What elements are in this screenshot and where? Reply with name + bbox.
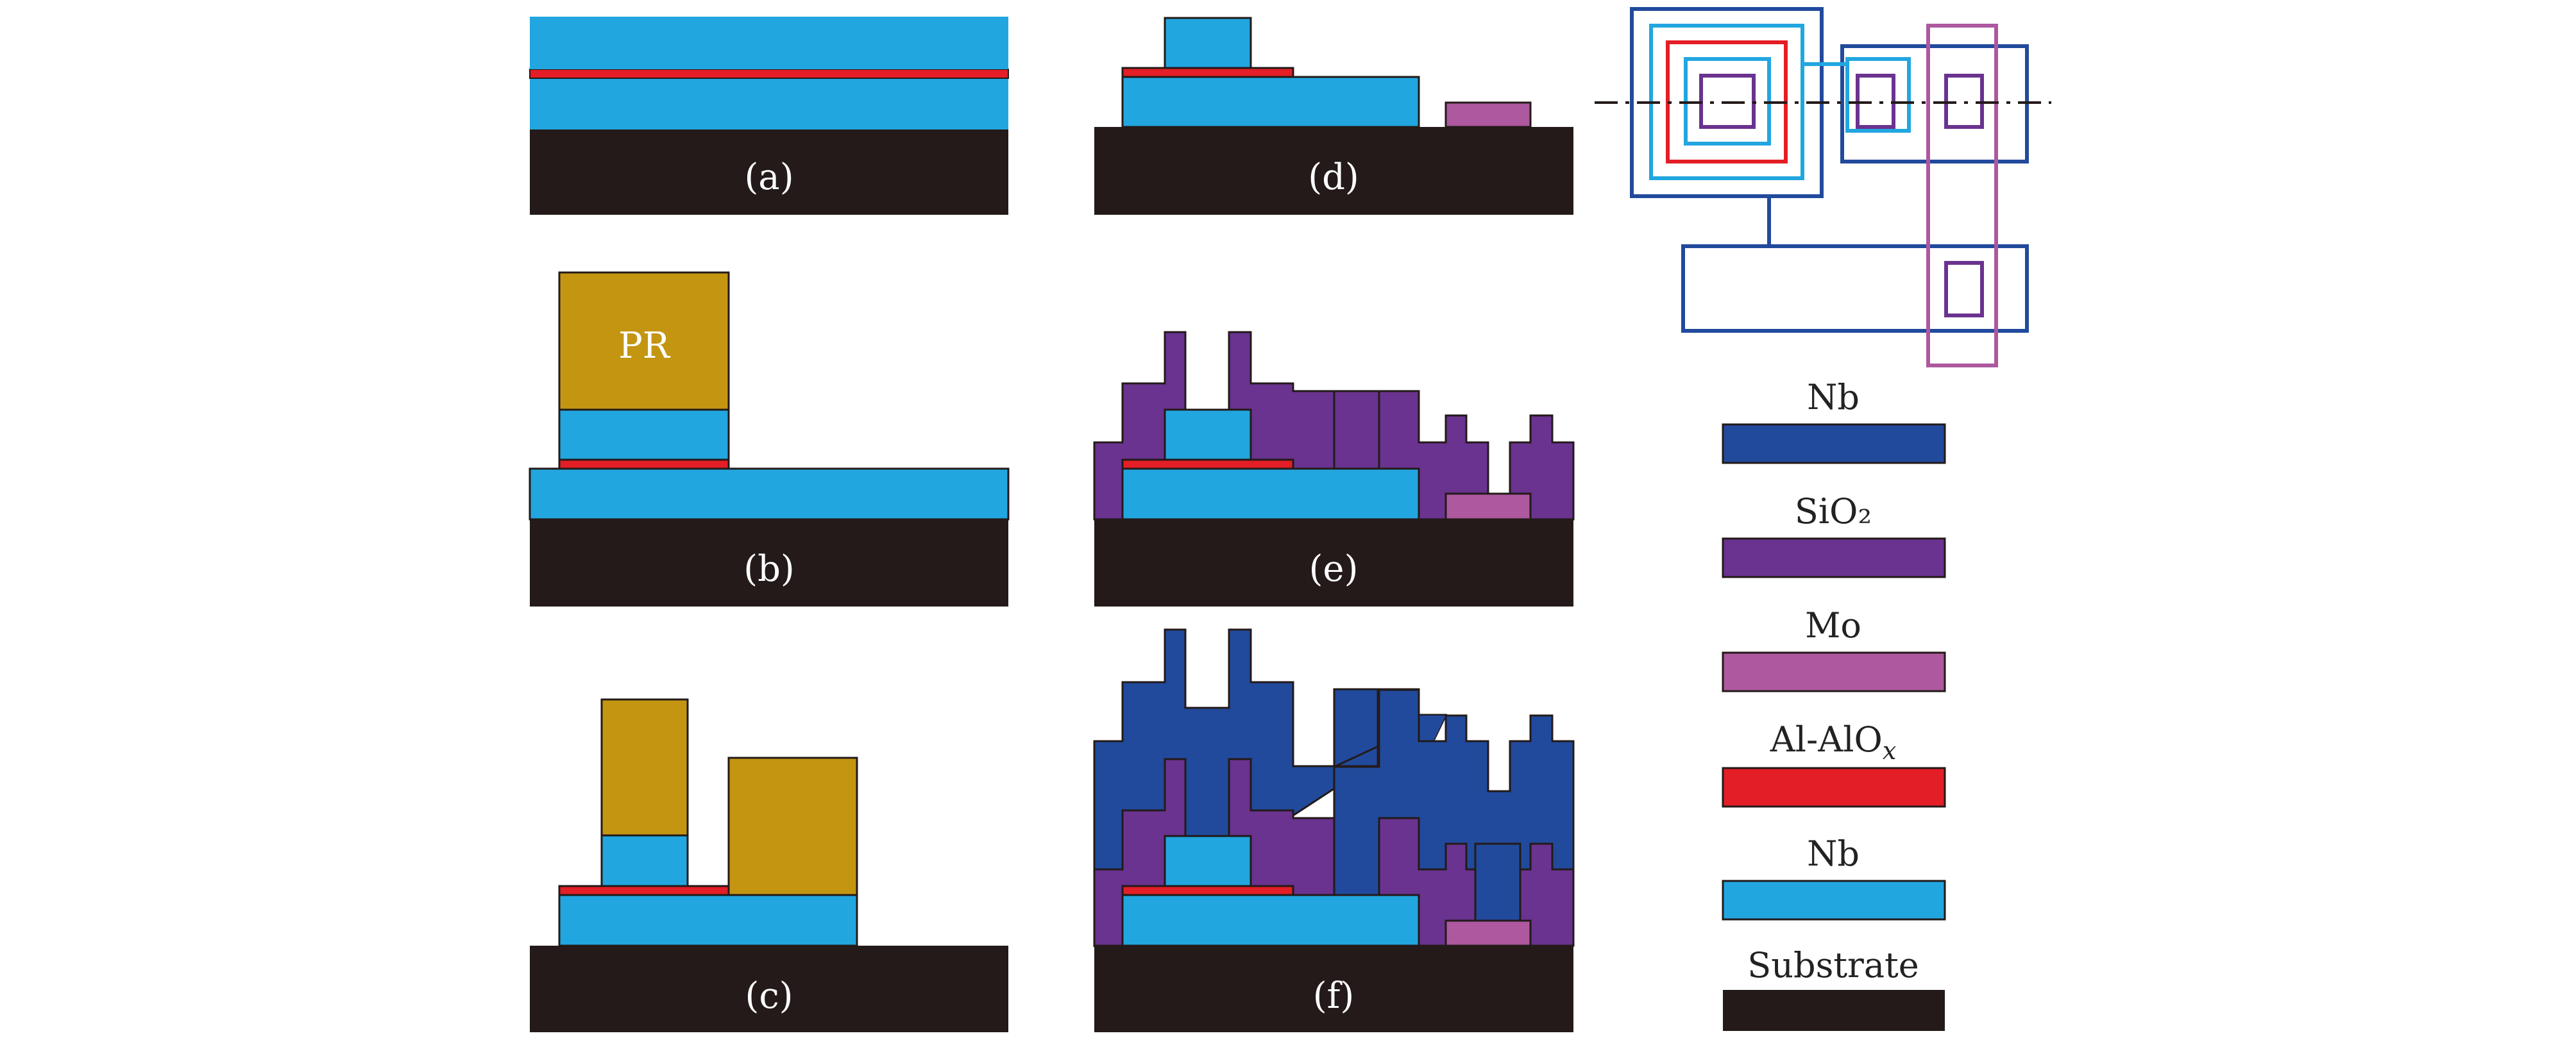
panel-label-a: (a) bbox=[744, 156, 793, 198]
nb-base-layer bbox=[558, 894, 858, 947]
photoresist-block bbox=[600, 698, 689, 837]
al-alox-layer bbox=[558, 458, 730, 470]
photoresist-block bbox=[727, 757, 858, 896]
nb-base-layer bbox=[530, 78, 1008, 130]
mo-resistor-outline bbox=[1926, 24, 1998, 367]
mo-resistor bbox=[1445, 919, 1532, 947]
legend-label-al-alox-main: Al-AlO bbox=[1770, 719, 1883, 760]
legend-label-al-alox: Al-AlOx bbox=[1770, 719, 1897, 765]
substrate bbox=[1094, 127, 1573, 215]
panel-label-d: (d) bbox=[1308, 156, 1359, 198]
panel-label-b: (b) bbox=[743, 548, 795, 590]
panel-c: (c) bbox=[530, 698, 1008, 1032]
al-alox-layer bbox=[529, 69, 1009, 79]
panel-e: (e) bbox=[1093, 331, 1575, 607]
nb-counter-layer bbox=[1164, 17, 1252, 69]
panel-label-e: (e) bbox=[1309, 548, 1359, 590]
pr-label: PR bbox=[618, 325, 671, 367]
panel-b: PR (b) bbox=[529, 271, 1010, 607]
nb-wiring-outline bbox=[1681, 244, 2029, 333]
nb-counter-layer bbox=[1164, 835, 1252, 887]
legend-label-nb-light: Nb bbox=[1807, 833, 1860, 874]
nb-counter-layer bbox=[600, 834, 689, 887]
panel-label-f: (f) bbox=[1313, 975, 1354, 1017]
nb-counter-layer bbox=[1164, 408, 1252, 461]
sio2-insulation bbox=[1333, 390, 1380, 470]
legend-label-nb-dark: Nb bbox=[1807, 377, 1860, 417]
al-alox-layer bbox=[1121, 885, 1294, 896]
nb-counter-outline bbox=[1845, 57, 1911, 133]
substrate bbox=[530, 946, 1008, 1032]
legend-label-mo: Mo bbox=[1805, 605, 1861, 646]
substrate bbox=[1094, 946, 1573, 1032]
mo-resistor bbox=[1445, 101, 1532, 128]
substrate bbox=[530, 519, 1008, 607]
nb-counter-layer bbox=[530, 17, 1008, 69]
sio2-via-outline bbox=[1944, 261, 1984, 317]
nb-base-layer bbox=[1121, 467, 1420, 521]
mo-resistor bbox=[1445, 492, 1532, 521]
legend-label-al-alox-subscript: x bbox=[1883, 737, 1896, 765]
nb-counter-layer bbox=[558, 408, 730, 461]
substrate bbox=[530, 130, 1008, 215]
panel-a: (a) bbox=[529, 17, 1009, 215]
legend-label-sio2: SiO₂ bbox=[1795, 491, 1872, 532]
legend-swatch-nb-light bbox=[1722, 880, 1946, 921]
panel-label-c: (c) bbox=[745, 975, 793, 1017]
nb-base-layer bbox=[1121, 894, 1420, 947]
legend-swatch-mo bbox=[1722, 651, 1946, 692]
legend-swatch-substrate bbox=[1723, 990, 1945, 1031]
top-view-layout bbox=[1595, 7, 2051, 367]
al-alox-layer bbox=[558, 885, 730, 896]
panel-f: (f) bbox=[1093, 628, 1575, 1032]
substrate bbox=[1094, 519, 1573, 607]
legend-swatch-sio2 bbox=[1722, 537, 1946, 578]
al-alox-layer bbox=[1121, 458, 1294, 470]
legend-label-substrate: Substrate bbox=[1747, 945, 1919, 985]
nb-base-layer bbox=[529, 467, 1010, 521]
panel-d: (d) bbox=[1094, 17, 1573, 215]
photoresist-block bbox=[558, 271, 730, 411]
legend-swatch-al-alox bbox=[1722, 767, 1946, 808]
nb-via bbox=[1474, 842, 1521, 922]
al-alox-layer bbox=[1121, 67, 1294, 78]
nb-base-layer bbox=[1121, 76, 1420, 128]
legend: Nb SiO₂ Mo Al-AlOx Nb Substrate bbox=[1722, 377, 1946, 1031]
legend-swatch-nb-dark bbox=[1722, 423, 1946, 464]
